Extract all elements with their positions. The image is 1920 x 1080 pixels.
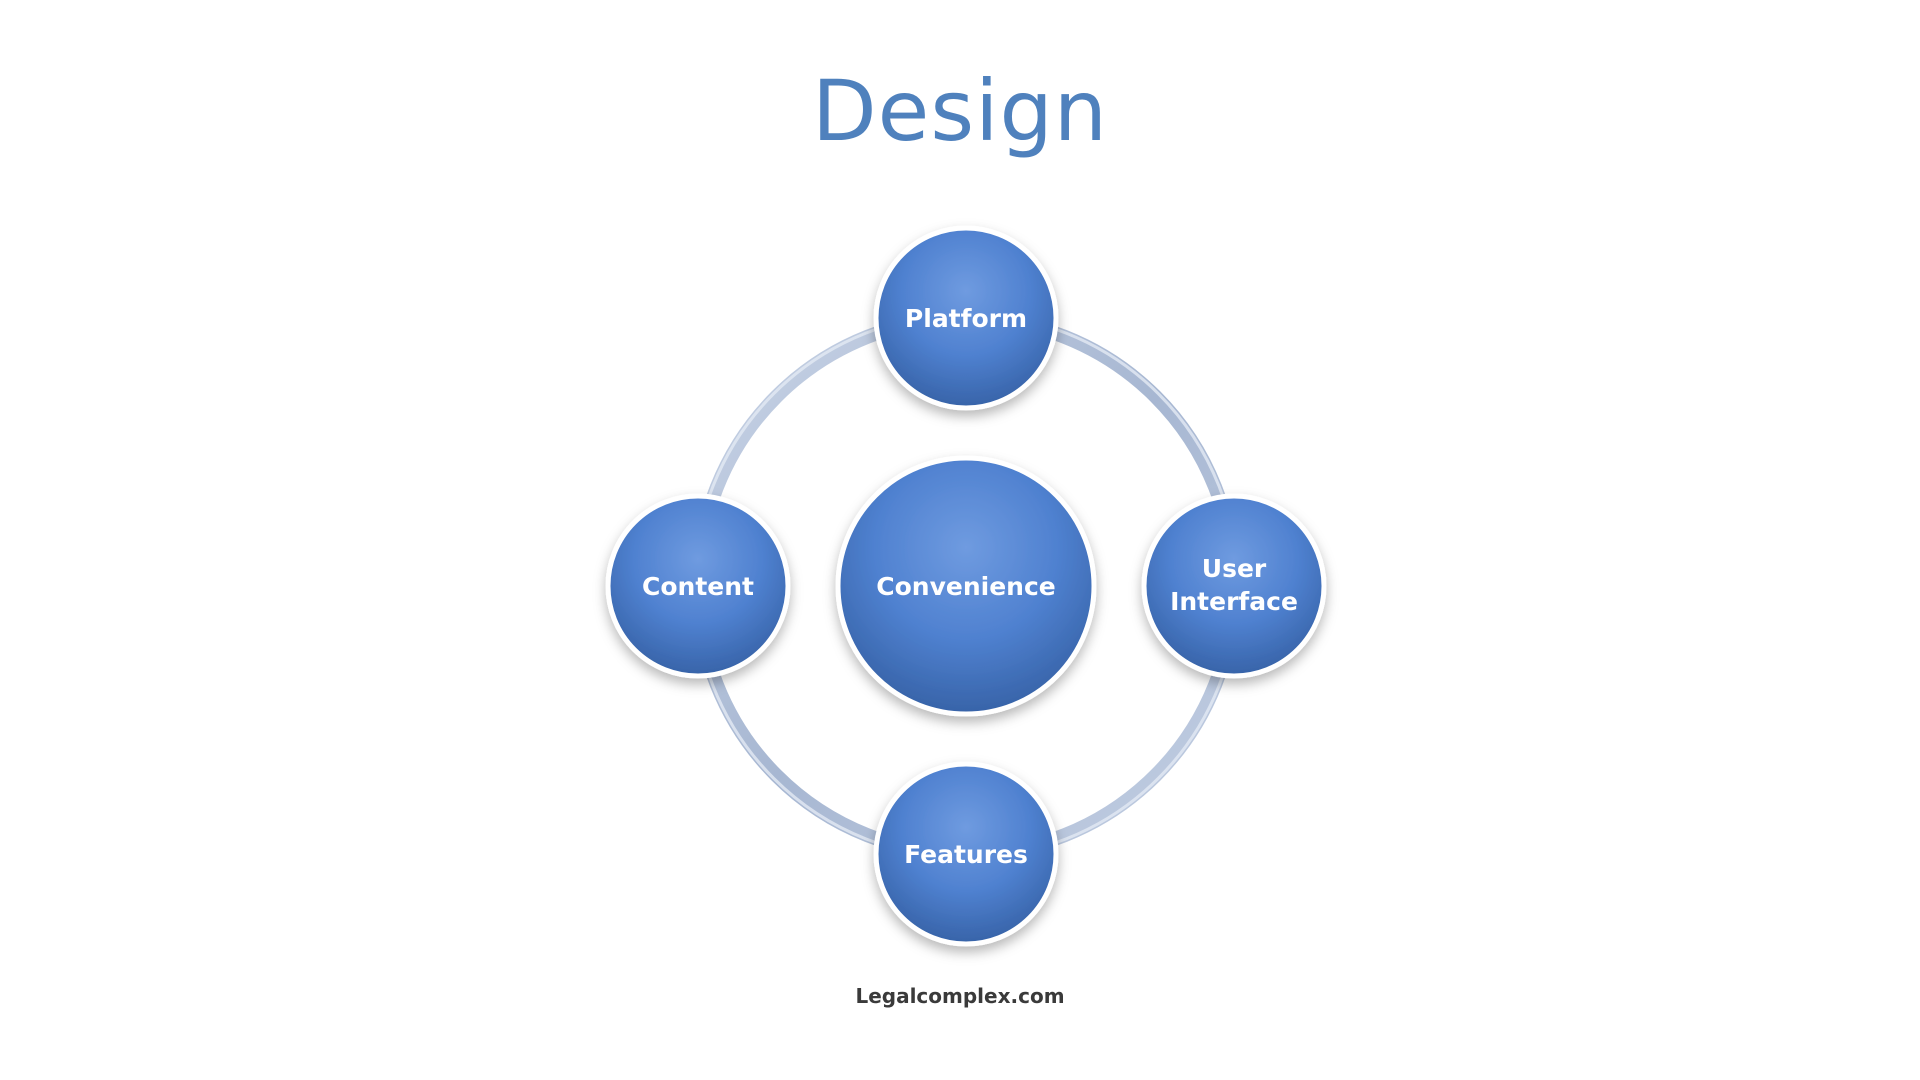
node-content-label: Content [642,572,754,601]
source-credit: Legalcomplex.com [855,984,1065,1008]
node-features-label: Features [904,840,1028,869]
node-features: Features [873,761,1059,947]
node-user-interface: User Interface [1141,493,1327,679]
node-user-interface-label-line1: User [1202,554,1267,583]
node-user-interface-label-line2: Interface [1170,587,1298,616]
node-platform-label: Platform [905,304,1027,333]
node-content: Content [605,493,791,679]
center-node-label: Convenience [876,572,1055,601]
page-title: Design [811,62,1109,160]
node-platform: Platform [873,225,1059,411]
center-node-convenience: Convenience [835,455,1097,717]
